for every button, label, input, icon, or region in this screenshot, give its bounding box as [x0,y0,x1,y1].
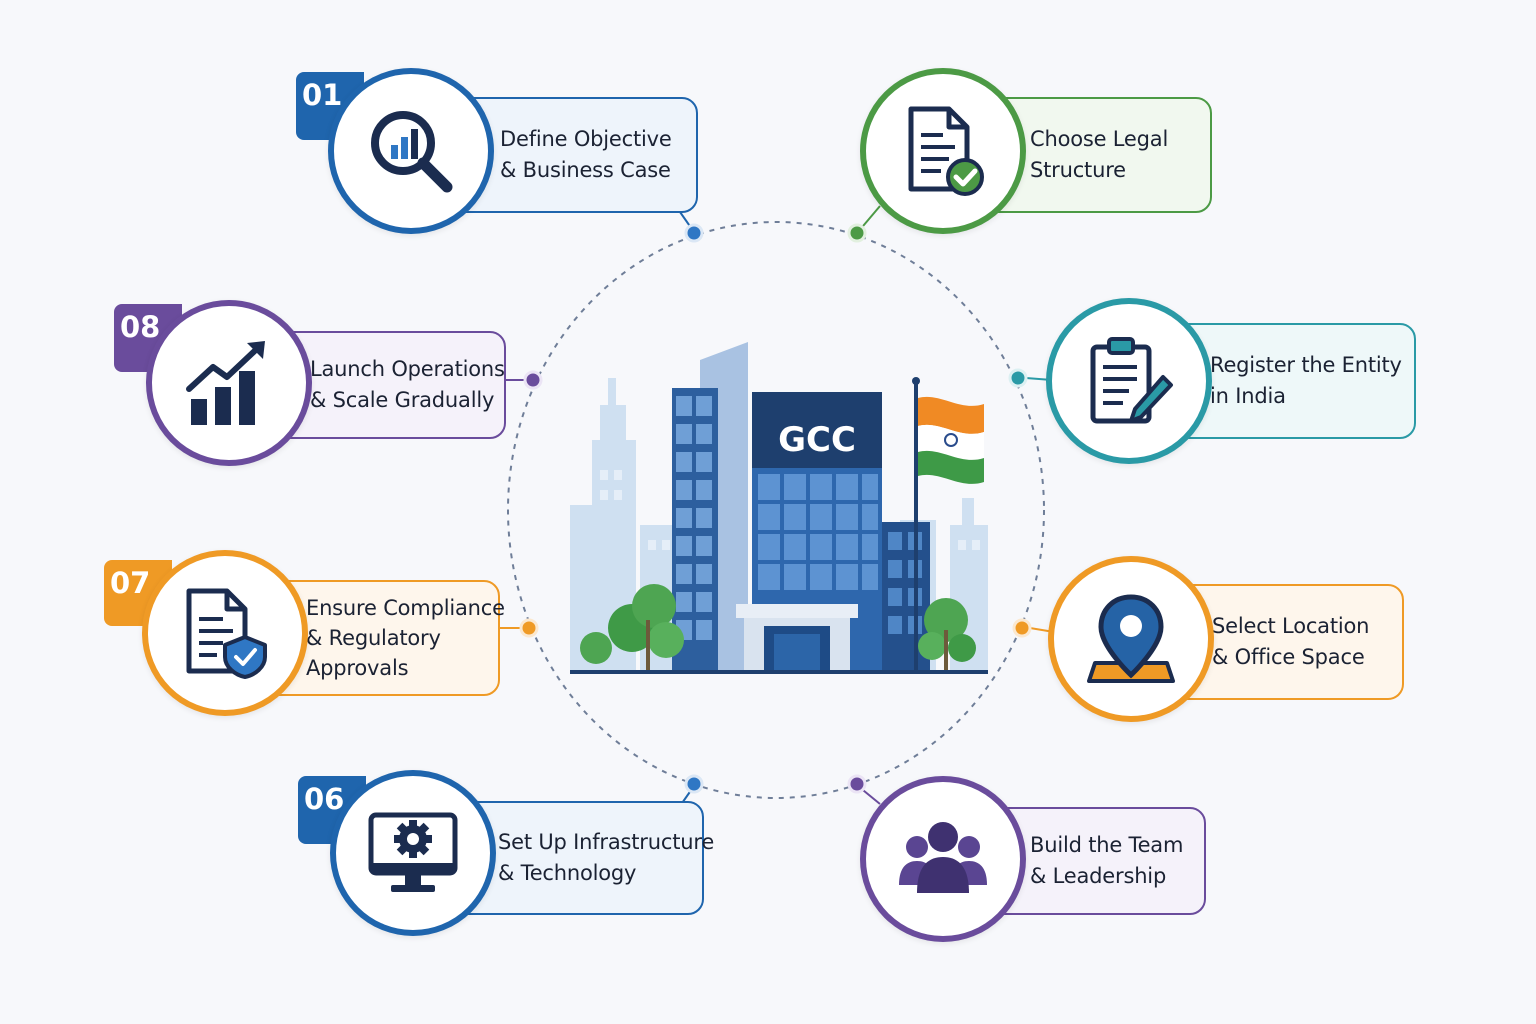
gcc-sign-text: GCC [778,420,856,460]
monitor-gear-icon [368,812,458,892]
step-07-title-line3: Approvals [306,656,409,680]
step-01-icon-circle[interactable] [328,68,494,234]
step-07-icon-circle[interactable] [142,550,308,716]
tower-main [736,392,930,670]
step-03-title-line2: in India [1210,384,1286,408]
clipboard-pen-icon [1090,337,1173,424]
step-01-title-line2: & Business Case [500,158,671,182]
ground-line [570,670,988,674]
tree-left [580,584,684,670]
growth-chart-icon [186,341,265,425]
document-shield-icon [186,588,267,679]
step-05-title-line2: & Leadership [1030,864,1167,888]
step-08-title-line2: & Scale Gradually [310,388,495,412]
tower-back [672,342,748,670]
step-02-title-line1: Choose Legal [1030,127,1169,151]
step-06-title-line2: & Technology [498,861,637,885]
tree-right [918,598,976,670]
step-07-number-badge: 07 [104,560,172,626]
step-03-icon-circle[interactable] [1046,298,1212,464]
step-02-title-line2: Structure [1030,158,1126,182]
team-icon [899,822,987,893]
step-08-icon-circle[interactable] [146,300,312,466]
step-04-title-line1: Select Location [1212,614,1370,638]
step-08-title-line1: Launch Operations [310,357,505,381]
step-07-title-line2: & Regulatory [306,626,441,650]
step-05-title-line1: Build the Team [1030,833,1184,857]
location-pin-icon [1087,594,1175,683]
step-04-icon-circle[interactable] [1048,556,1214,722]
step-04-title-line2: & Office Space [1212,645,1365,669]
step-05-icon-circle[interactable] [860,776,1026,942]
step-02-icon-circle[interactable] [860,68,1026,234]
step-07-title-line1: Ensure Compliance [306,596,505,620]
magnifier-chart-icon [371,111,453,193]
step-03-title-line1: Register the Entity [1210,353,1402,377]
step-06-icon-circle[interactable] [330,770,496,936]
step-01-title-line1: Define Objective [500,127,672,151]
india-flag-icon [912,377,984,670]
document-check-icon [908,106,984,196]
step-06-title-line1: Set Up Infrastructure [498,830,715,854]
